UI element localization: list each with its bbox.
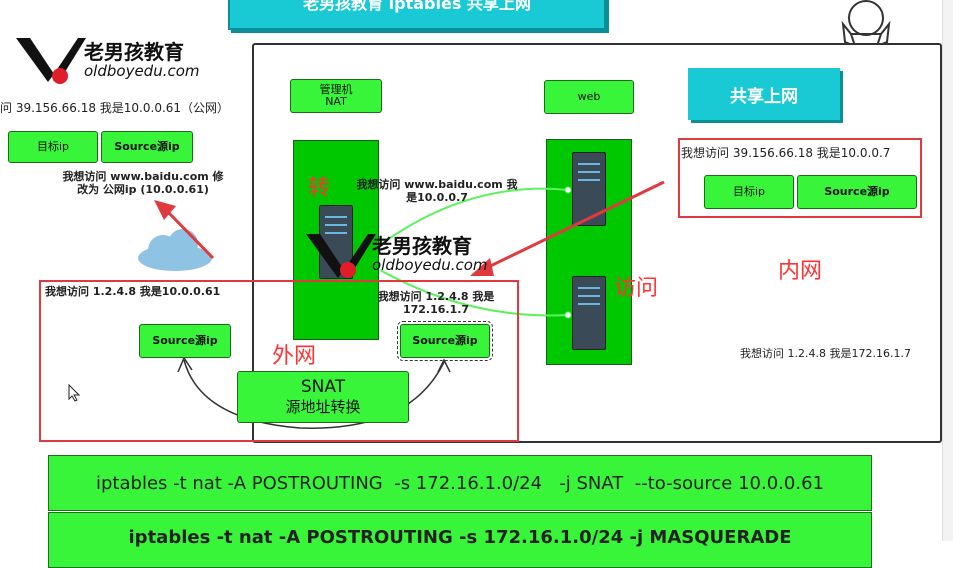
logo-center: 老男孩教育 oldboyedu.com <box>304 230 504 282</box>
left-source-ip-label: Source源ip <box>114 140 180 153</box>
logo-center-mark-icon <box>306 234 376 278</box>
access-label: 访问 <box>614 276 659 301</box>
title-banner: 老男孩教育 iptables 共享上网 <box>228 0 606 30</box>
mouse-cursor-icon <box>68 384 80 402</box>
forward-char: 转 <box>308 176 331 201</box>
inner-source-ip-box[interactable]: Source源ip <box>797 175 917 209</box>
web-server-icon-2 <box>572 276 606 350</box>
logo-mark-icon <box>16 38 86 84</box>
command-masquerade[interactable]: iptables -t nat -A POSTROUTING -s 172.16… <box>48 512 872 568</box>
snat-title: SNAT <box>300 377 346 397</box>
inner-target-ip-box[interactable]: 目标ip <box>704 175 794 209</box>
intranet-frame <box>678 138 922 218</box>
nat-box[interactable]: 管理机 NAT <box>290 79 382 113</box>
extranet-frame <box>39 280 519 442</box>
middle-source-ip-box[interactable]: Source源ip <box>397 321 493 361</box>
logo-en-text: oldboyedu.com <box>84 62 200 80</box>
reply-note: 我想访问 1.2.4.8 我是10.0.0.61 <box>45 285 221 298</box>
web-server-icon-1 <box>572 152 606 226</box>
logo-center-en-text: oldboyedu.com <box>372 256 488 274</box>
intranet-label: 内网 <box>778 259 823 284</box>
modify-note: 我想访问 www.baidu.com 修改为 公网ip (10.0.0.61) <box>62 170 224 196</box>
public-request-text: 问 39.156.66.18 我是10.0.0.61（公网） <box>0 101 230 115</box>
share-title-text: 共享上网 <box>730 86 798 107</box>
web-box-label: web <box>577 90 601 103</box>
right-scroll-edge <box>942 0 953 541</box>
nat-box-label: 管理机 NAT <box>319 83 353 108</box>
extranet-label: 外网 <box>272 344 317 369</box>
extranet-source-ip-label: Source源ip <box>152 334 218 347</box>
left-target-ip-label: 目标ip <box>36 140 70 153</box>
inner-request-text: 我想访问 39.156.66.18 我是10.0.0.7 <box>681 146 891 160</box>
logo-left: 老男孩教育 oldboyedu.com <box>14 34 214 86</box>
inner-source-ip-label: Source源ip <box>824 185 890 198</box>
gear-icon <box>841 0 891 48</box>
middle-reply-text: 我想访问 1.2.4.8 我是172.16.1.7 <box>377 290 495 316</box>
command-snat-text: iptables -t nat -A POSTROUTING -s 172.16… <box>96 472 824 494</box>
left-target-ip-box[interactable]: 目标ip <box>8 131 98 163</box>
middle-source-ip-label: Source源ip <box>412 334 478 347</box>
inner-target-ip-label: 目标ip <box>732 185 766 198</box>
command-snat[interactable]: iptables -t nat -A POSTROUTING -s 172.16… <box>48 455 872 511</box>
left-source-ip-box[interactable]: Source源ip <box>101 131 193 163</box>
request-note: 我想访问 www.baidu.com 我是10.0.0.7 <box>356 178 518 204</box>
cloud-icon <box>138 229 212 271</box>
title-banner-text: 老男孩教育 iptables 共享上网 <box>303 0 531 13</box>
right-reply-text: 我想访问 1.2.4.8 我是172.16.1.7 <box>740 347 911 360</box>
logo-cn-text: 老男孩教育 <box>84 40 184 64</box>
snat-subtitle: 源地址转换 <box>285 398 361 416</box>
extranet-source-ip-box[interactable]: Source源ip <box>139 324 231 358</box>
snat-box[interactable]: SNAT 源地址转换 <box>237 371 409 423</box>
share-title: 共享上网 <box>688 68 840 120</box>
command-masquerade-text: iptables -t nat -A POSTROUTING -s 172.16… <box>128 527 792 548</box>
web-box[interactable]: web <box>544 80 634 114</box>
logo-center-cn-text: 老男孩教育 <box>372 234 472 258</box>
